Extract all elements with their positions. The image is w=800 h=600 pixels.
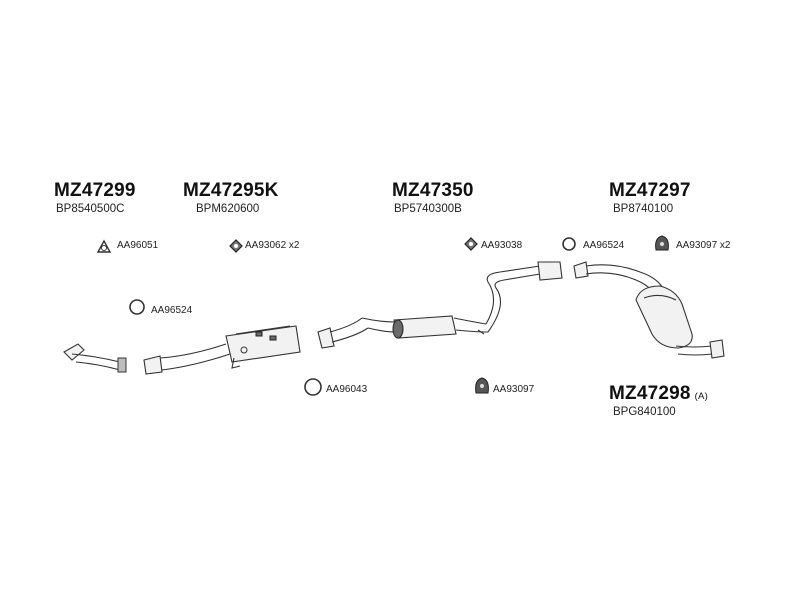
gasket-ring-icon [129,299,145,315]
part-number-rear-muffler: MZ47298(A) [609,383,708,404]
accessory-label: AA96524 [151,305,193,316]
clamp-icon [96,239,112,253]
rubber-mount-icon [475,377,489,394]
rear-muffler-drawing [635,285,725,359]
accessory-label: AA96051 [117,240,159,251]
part-number-catalyst: MZ47295K [183,180,279,201]
rising-pipe-drawing [477,261,563,335]
variant-suffix: (A) [694,391,708,402]
part-number-rear-pipe: MZ47297 [609,180,691,201]
hanger-icon [464,237,478,251]
part-number-center-pipe: MZ47350 [392,180,474,201]
reference-front-pipe: BP8540500C [56,203,125,215]
accessory-label: AA96524 [583,240,625,251]
catalyst-drawing [143,325,301,375]
front-pipe-drawing [63,343,127,373]
gasket-ring-icon [562,237,576,251]
accessory-label: AA93038 [481,240,523,251]
hanger-icon [229,239,243,253]
center-pipe-drawing [317,315,489,349]
gasket-ring-icon [304,378,322,396]
part-number-front-pipe: MZ47299 [54,180,136,201]
accessory-label: AA93062 x2 [245,240,300,251]
rubber-mount-icon [655,235,669,251]
accessory-label: AA93097 [493,384,535,395]
reference-rear-pipe: BP8740100 [613,203,674,215]
accessory-label: AA96043 [326,384,368,395]
accessory-label: AA93097 x2 [676,240,731,251]
reference-catalyst: BPM620600 [196,203,260,215]
reference-rear-muffler: BPG840100 [613,406,676,418]
rear-pipe-drawing [573,261,665,295]
reference-center-pipe: BP5740300B [394,203,462,215]
